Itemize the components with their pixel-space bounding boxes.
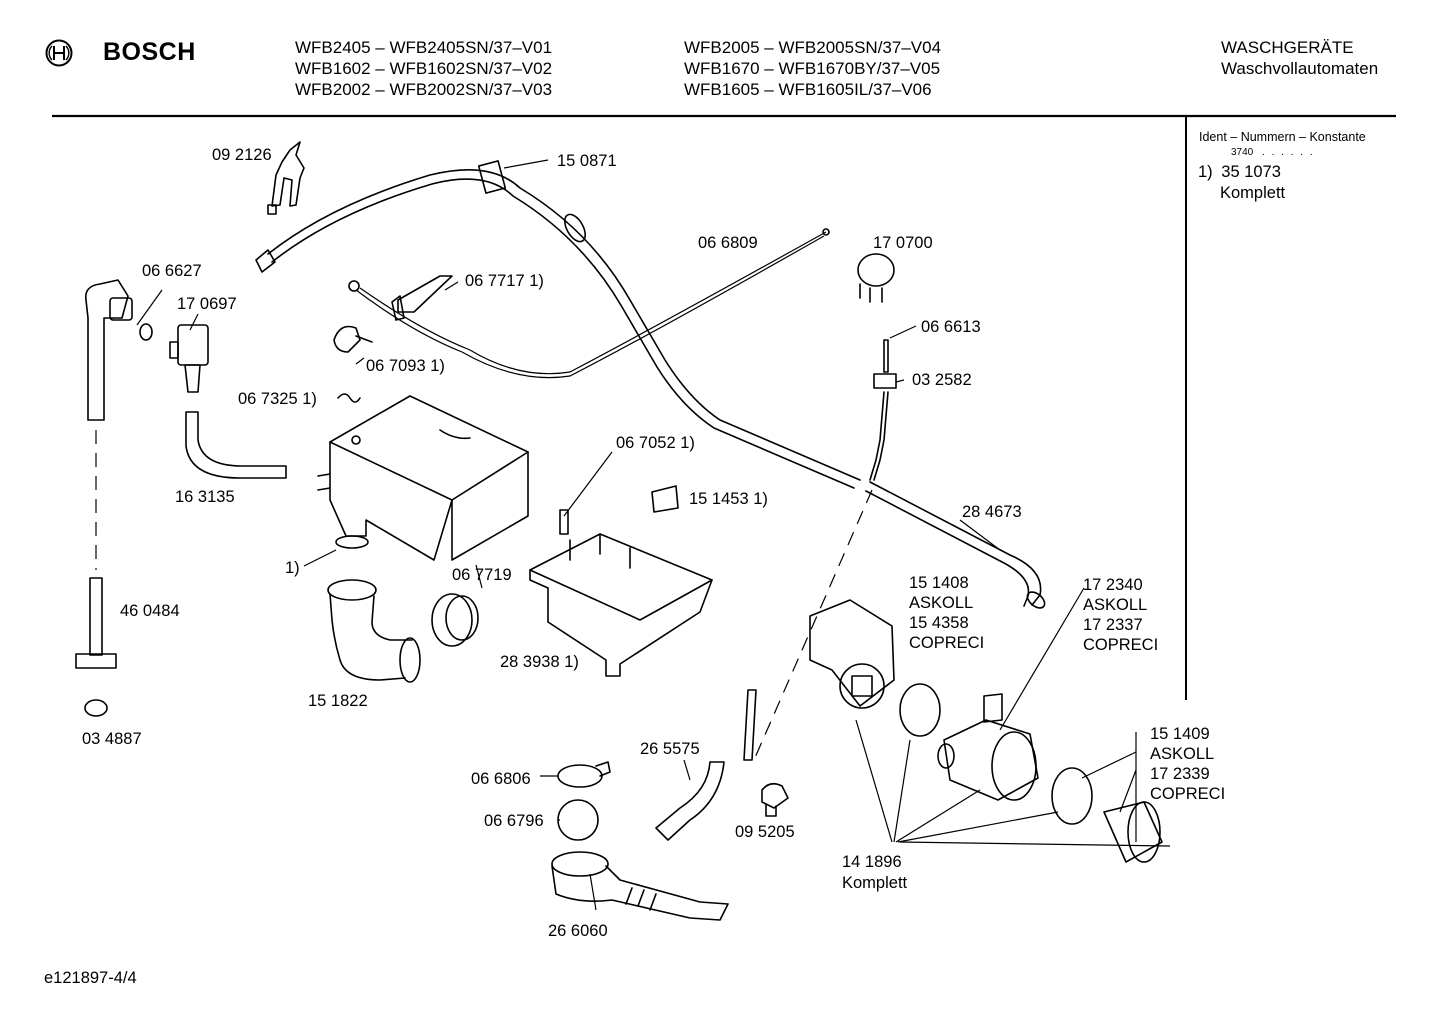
label-line: 17 2340 [1083,576,1143,594]
label-066627: 06 6627 [142,262,202,280]
label-066806: 06 6806 [471,770,531,788]
label-filter: 15 1409 ASKOLL 17 2339 COPRECI [1150,724,1225,804]
label-092126: 09 2126 [212,146,272,164]
fill-hose-part [185,411,287,479]
wire-part [355,228,830,379]
drain-hose-part [865,481,1046,609]
label-line: 17 2339 [1150,765,1210,783]
label-067325: 06 7325 1) [238,390,317,408]
ident-title: Ident – Nummern – Konstante [1199,130,1366,144]
model-line: WFB1602 – WFB1602SN/37–V02 [295,59,553,78]
filter-seal-part [1051,767,1093,825]
spring-part [337,393,361,403]
label-151822: 15 1822 [308,692,368,710]
model-list-2: WFB2005 – WFB2005SN/37–V04 WFB1670 – WFB… [684,37,941,100]
label-line: 15 1409 [1150,725,1210,743]
label-line: ASKOLL [1150,745,1215,763]
sump-hose-part [655,761,725,841]
clip-part [333,325,373,353]
category-title: WASCHGERÄTE [1221,38,1354,57]
ident-dots: . . . . . . [1262,147,1315,158]
label-066613: 06 6613 [921,318,981,336]
label-line: COPRECI [909,634,985,652]
label-163135: 16 3135 [175,488,235,506]
ball-part [557,799,599,841]
label-067052: 06 7052 1) [616,434,695,452]
seal-part [431,593,479,647]
label-170697: 17 0697 [177,295,237,313]
detergent-housing-part [317,395,529,561]
pressure-switch-part [857,253,895,303]
label-line: ASKOLL [909,594,974,612]
label-066809: 06 6809 [698,234,758,252]
bosch-logo-icon [45,39,73,67]
model-list-1: WFB2405 – WFB2405SN/37–V01 WFB1602 – WFB… [295,37,552,100]
document-code: e121897-4/4 [44,969,137,987]
label-line: COPRECI [1083,636,1159,654]
hose-clip-part [267,141,305,215]
model-line: WFB2405 – WFB2405SN/37–V01 [295,38,553,57]
label-151453: 15 1453 1) [689,490,768,508]
label-266060: 26 6060 [548,922,608,940]
ident-item-number: 35 1073 [1221,163,1281,181]
label-067093: 06 7093 1) [366,357,445,375]
label-150871: 15 0871 [557,152,617,170]
label-095205: 09 5205 [735,823,795,841]
brand-name: BOSCH [103,38,196,66]
pump-motor-part [809,599,895,709]
label-170700: 17 0700 [873,234,933,252]
pressure-tube-part [743,339,897,761]
model-line: WFB1670 – WFB1670BY/37–V05 [684,59,941,78]
label-pump-left: 15 1408 ASKOLL 15 4358 COPRECI [909,573,984,653]
label-line: 15 4358 [909,614,969,632]
label-284673: 28 4673 [962,503,1022,521]
model-line: WFB2005 – WFB2005SN/37–V04 [684,38,942,57]
ident-item: 1) 35 1073 [1198,162,1281,182]
label-line: ASKOLL [1083,596,1148,614]
bracket-part [348,275,453,321]
label-067717: 06 7717 1) [465,272,544,290]
label-067719: 06 7719 [452,566,512,584]
label-265575: 26 5575 [640,740,700,758]
ident-item-marker: 1) [1198,163,1213,181]
drawer-part [529,509,713,677]
ident-constant-value: 3740 [1231,147,1254,158]
valve-part [169,324,209,393]
label-034887: 03 4887 [82,730,142,748]
ring-part [557,764,603,788]
category-block: WASCHGERÄTE Waschvollautomaten [1221,37,1378,79]
pump-housing-part [937,693,1039,801]
bellows-part [327,579,421,683]
label-line: 15 1408 [909,574,969,592]
sump-part [551,851,729,921]
category-subtitle: Waschvollautomaten [1221,59,1379,78]
elbow-connector-part [75,279,153,717]
label-032582: 03 2582 [912,371,972,389]
label-141896-desc: Komplett [842,874,908,892]
label-pump-right: 17 2340 ASKOLL 17 2337 COPRECI [1083,575,1158,655]
label-141896: 14 1896 [842,853,902,871]
label-line: 17 2337 [1083,616,1143,634]
cap-part [651,485,679,513]
inlet-hose-part [255,160,861,489]
label-460484: 46 0484 [120,602,180,620]
ident-item-desc: Komplett [1220,184,1286,202]
ident-constant: 3740 . . . . . . [1231,147,1315,158]
pump-seal-part [899,683,941,737]
knob-part [761,782,789,817]
label-line: COPRECI [1150,785,1226,803]
filter-part [1103,801,1163,863]
label-one-marker: 1) [285,559,300,577]
ring-clip-part [595,761,611,777]
model-line: WFB1605 – WFB1605IL/37–V06 [684,80,932,99]
leader-lines [136,159,1171,911]
model-line: WFB2002 – WFB2002SN/37–V03 [295,80,553,99]
label-283938: 28 3938 1) [500,653,579,671]
label-066796: 06 6796 [484,812,544,830]
